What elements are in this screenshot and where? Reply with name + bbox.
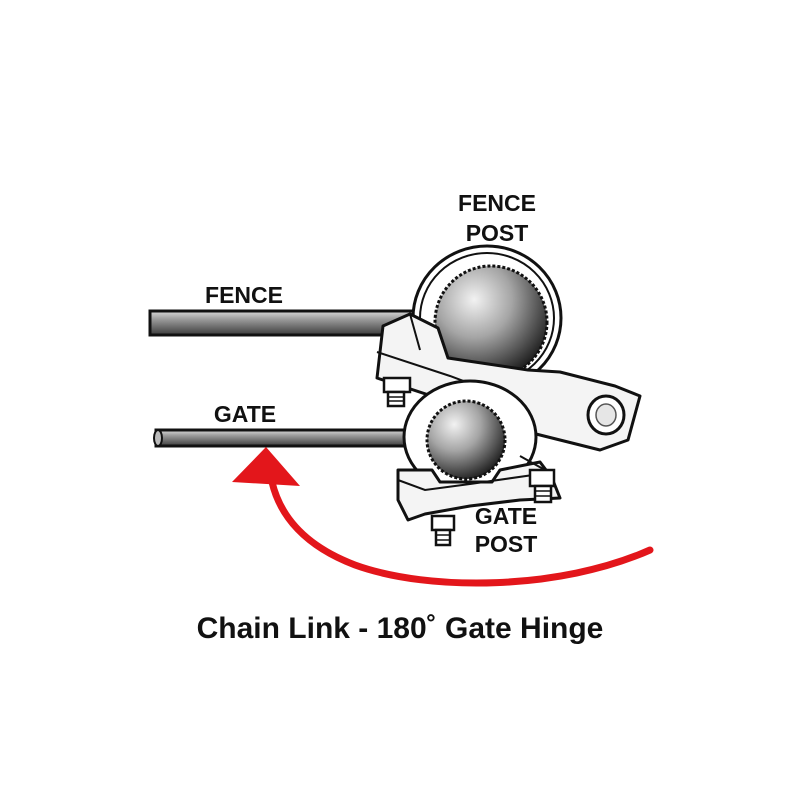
- fence-label: FENCE: [205, 282, 283, 308]
- gate-clamp-bolt-left: [430, 514, 456, 547]
- gate-post-label-line1: GATE: [475, 503, 537, 529]
- gate-label: GATE: [214, 401, 276, 427]
- fence-post-label-line1: FENCE: [458, 190, 536, 216]
- gate-rail: [153, 428, 423, 448]
- curved-swing-arrow-icon: [232, 447, 654, 587]
- fence-post-label-line2: POST: [466, 220, 529, 246]
- diagram-caption: Chain Link - 180˚ Gate Hinge: [197, 612, 604, 645]
- gate-post: [402, 379, 538, 495]
- gate-clamp: [396, 455, 562, 522]
- hinge-pin: [586, 394, 626, 436]
- gate-clamp-bolt-right: [528, 468, 556, 504]
- gate-post-label-line2: POST: [475, 531, 538, 557]
- fence-clamp-bolt: [382, 376, 412, 408]
